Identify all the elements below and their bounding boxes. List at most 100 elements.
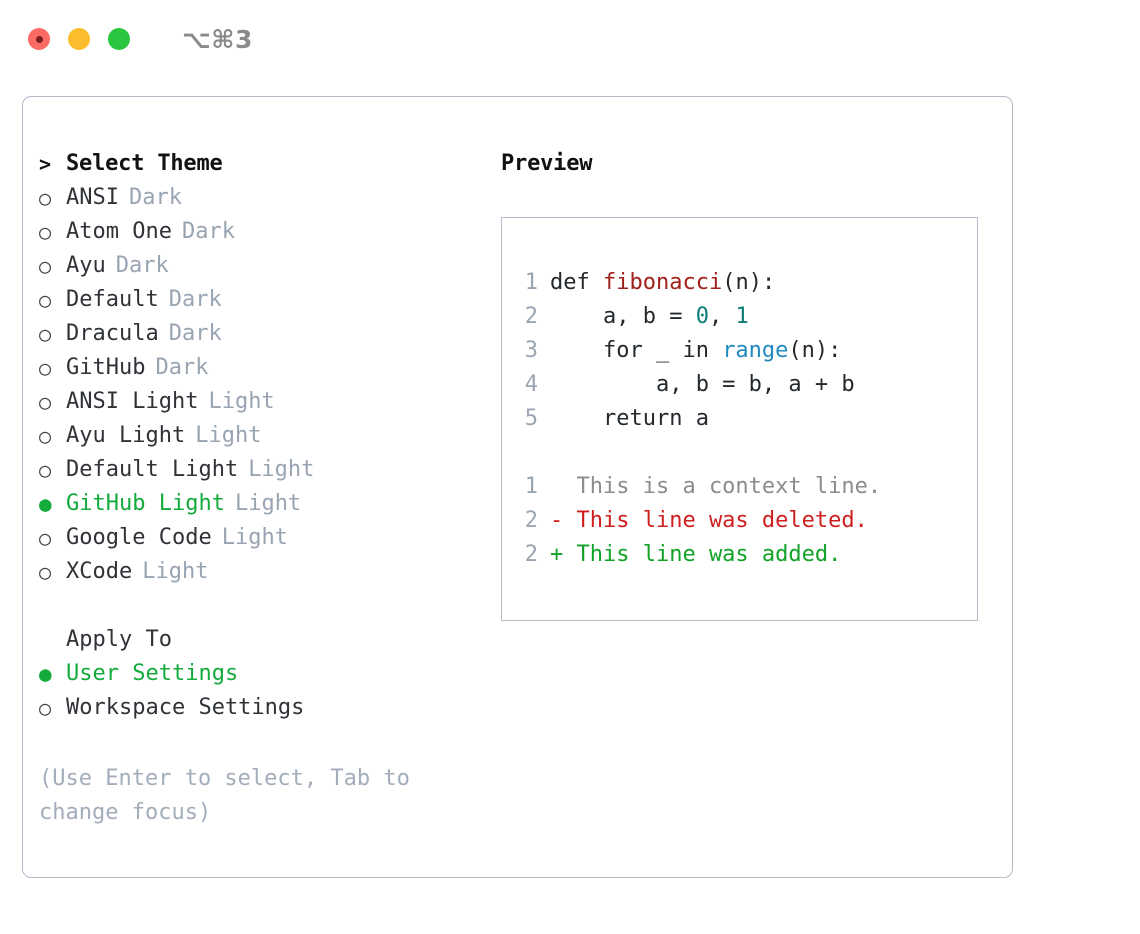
code-line: 4 a, b = b, a + b: [512, 368, 977, 402]
theme-name-label: Ayu Light: [66, 423, 186, 448]
code-line: 3 for _ in range(n):: [512, 334, 977, 368]
preview-title: Preview: [501, 151, 593, 176]
theme-list-item[interactable]: ○ Default Dark: [39, 283, 479, 317]
theme-list-item[interactable]: ○ ANSI Light Light: [39, 385, 479, 419]
theme-variant-tag: Light: [221, 525, 288, 550]
diff-line-text: This is a context line.: [550, 474, 882, 499]
code-line-text: return a: [550, 402, 709, 436]
radio-unselected-icon: ○: [39, 458, 52, 482]
radio-unselected-icon: ○: [39, 220, 52, 244]
theme-name-label: ANSI Light: [66, 389, 199, 414]
apply-to-option[interactable]: ○ Workspace Settings: [39, 691, 479, 725]
code-token-num: 1: [735, 304, 749, 329]
minimize-button[interactable]: [68, 28, 90, 50]
select-theme-heading-label: Select Theme: [66, 151, 223, 176]
radio-unselected-icon: ○: [39, 356, 52, 380]
code-token-plain: a, b =: [550, 304, 696, 329]
radio-unselected-icon: ○: [39, 322, 52, 346]
keyboard-hint-text: (Use Enter to select, Tab to change focu…: [39, 766, 410, 825]
code-line-text: def fibonacci(n):: [550, 266, 775, 300]
theme-variant-tag: Dark: [168, 321, 222, 346]
title-bar: ⌥⌘3: [0, 0, 1140, 78]
radio-unselected-icon: ○: [39, 526, 52, 550]
line-number: 2: [524, 542, 538, 567]
code-line-text: a, b = b, a + b: [550, 368, 855, 402]
close-button[interactable]: [28, 28, 50, 50]
theme-name-label: Ayu: [66, 253, 106, 278]
apply-to-option-label: Workspace Settings: [66, 695, 305, 720]
radio-unselected-icon: ○: [39, 186, 52, 210]
code-token-plain: a, b = b, a + b: [550, 372, 855, 397]
apply-to-heading: o Apply To: [39, 623, 479, 657]
apply-to-list: ● User Settings ○ Workspace Settings: [39, 657, 479, 725]
diff-line-deleted: 2 - This line was deleted.: [512, 504, 977, 538]
code-token-plain: def: [550, 270, 603, 295]
theme-variant-tag: Light: [142, 559, 209, 584]
theme-name-label: ANSI: [66, 185, 119, 210]
code-token-num: 0: [695, 304, 709, 329]
code-token-plain: return a: [550, 406, 709, 431]
line-number: 1: [524, 474, 538, 499]
theme-variant-tag: Light: [248, 457, 315, 482]
theme-variant-tag: Dark: [155, 355, 209, 380]
line-number: 4: [524, 372, 538, 397]
radio-unselected-icon: ○: [39, 288, 52, 312]
code-line: 2 a, b = 0, 1: [512, 300, 977, 334]
spacer: [512, 436, 977, 470]
theme-variant-tag: Light: [195, 423, 262, 448]
theme-list-item[interactable]: ○ Atom One Dark: [39, 215, 479, 249]
apply-to-option-label: User Settings: [66, 661, 239, 686]
radio-unselected-icon: ○: [39, 424, 52, 448]
radio-unselected-icon: ○: [39, 696, 52, 720]
code-token-plain: (n):: [722, 270, 776, 295]
theme-name-label: GitHub: [66, 355, 146, 380]
zoom-button[interactable]: [108, 28, 130, 50]
diff-line-text: + This line was added.: [550, 542, 842, 567]
keyboard-shortcut-label: ⌥⌘3: [182, 24, 253, 54]
theme-list-item[interactable]: ○ Default Light Light: [39, 453, 479, 487]
prompt-caret-icon: >: [39, 152, 51, 176]
apply-to-heading-label: Apply To: [66, 627, 172, 652]
theme-list-item[interactable]: ○ Ayu Dark: [39, 249, 479, 283]
theme-list-item[interactable]: ○ ANSI Dark: [39, 181, 479, 215]
select-theme-heading: > Select Theme: [39, 147, 479, 181]
apply-to-option[interactable]: ● User Settings: [39, 657, 479, 691]
theme-variant-tag: Dark: [181, 219, 235, 244]
radio-selected-icon: ●: [39, 662, 52, 686]
theme-list-item[interactable]: ○ Ayu Light Light: [39, 419, 479, 453]
theme-name-label: Google Code: [66, 525, 212, 550]
spacer: [39, 589, 479, 623]
theme-name-label: XCode: [66, 559, 133, 584]
line-number: 2: [524, 304, 538, 329]
theme-variant-tag: Light: [208, 389, 275, 414]
line-number: 5: [524, 406, 538, 431]
theme-name-label: Default: [66, 287, 159, 312]
radio-unselected-icon: ○: [39, 390, 52, 414]
code-token-plain: ,: [708, 304, 736, 329]
code-token-plain: (n):: [788, 338, 842, 363]
line-number: 3: [524, 338, 538, 363]
theme-variant-tag: Dark: [115, 253, 169, 278]
radio-unselected-icon: ○: [39, 254, 52, 278]
theme-name-label: Default Light: [66, 457, 239, 482]
apply-to-marker-placeholder: o: [39, 623, 66, 657]
code-token-builtin: range: [722, 338, 789, 363]
code-line: 5 return a: [512, 402, 977, 436]
theme-variant-tag: Dark: [168, 287, 222, 312]
theme-name-label: Atom One: [66, 219, 172, 244]
line-number: 2: [524, 508, 538, 533]
theme-variant-tag: Dark: [128, 185, 182, 210]
code-line-text: a, b = 0, 1: [550, 300, 749, 334]
diff-line-text: - This line was deleted.: [550, 508, 868, 533]
theme-list-item[interactable]: ○ Google Code Light: [39, 521, 479, 555]
theme-list-item[interactable]: ○ GitHub Dark: [39, 351, 479, 385]
